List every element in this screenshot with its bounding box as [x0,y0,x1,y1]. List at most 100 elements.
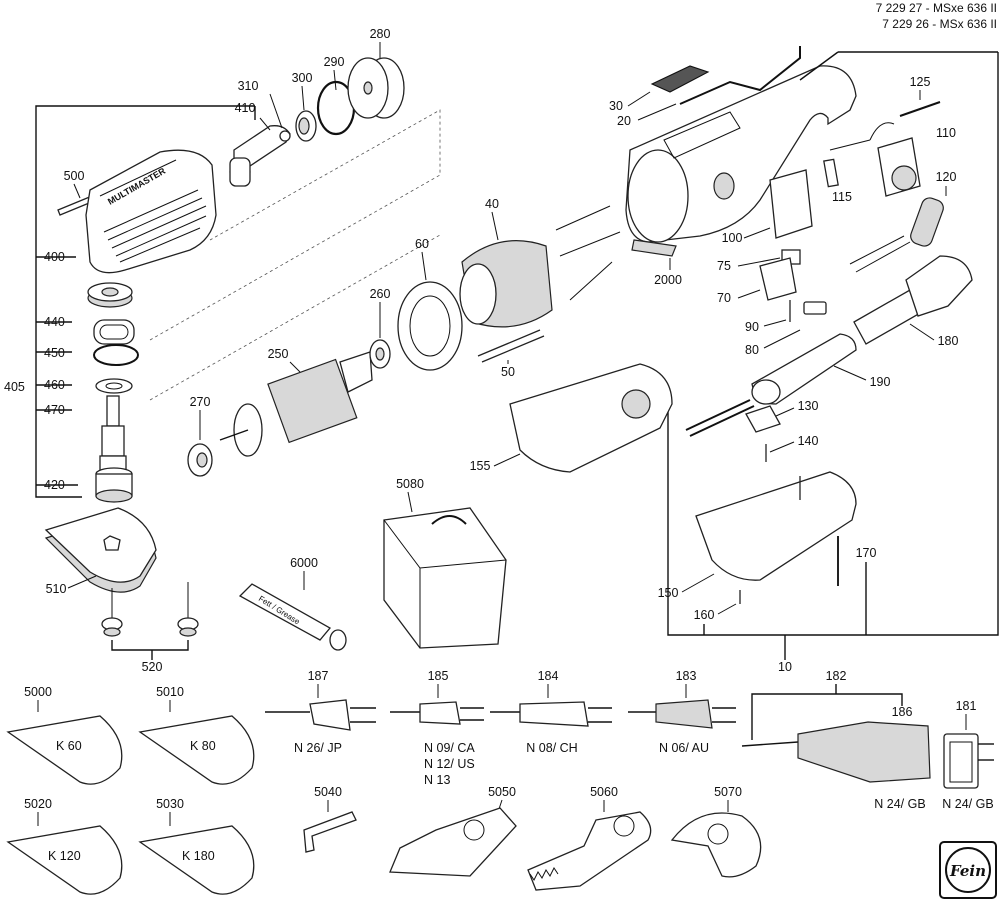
callout-40: 40 [485,197,499,211]
plug-variant-184: N 08/ CH [526,741,577,755]
callout-440: 440 [44,315,65,329]
part-115: 115 [823,158,852,204]
callout-250: 250 [268,347,289,361]
callout-5080: 5080 [396,477,424,491]
callout-405: 405 [4,380,25,394]
callout-130: 130 [798,399,819,413]
callout-460: 460 [44,378,65,392]
callout-5020: 5020 [24,797,52,811]
bracket-10 [667,51,999,660]
callout-510: 510 [46,582,67,596]
grease-tube-6000: 6000 Fett / Grease [238,556,347,651]
sanding-pad-510 [44,507,157,593]
bearing-300 [295,85,317,142]
callout-181: 181 [956,699,977,713]
plug-cable-180: 180 [853,255,973,348]
plug-variant-181: N 24/ GB [942,797,993,811]
plug-185: 185 N 09/ CA N 12/ US N 13 [390,669,484,787]
screw-170: 170 [837,536,877,635]
callout-160: 160 [694,608,715,622]
plug-variant-187: N 26/ JP [294,741,342,755]
sheet-label-k120: K 120 [48,849,81,863]
carry-case-5080: 5080 [383,477,507,649]
callout-184: 184 [538,669,559,683]
callout-410: 410 [235,101,256,115]
callout-60: 60 [415,237,429,251]
screws-50: 50 [477,329,545,379]
sanding-sheet-5020: 5020 K 120 [6,797,123,895]
electronics-110: 110 [829,122,956,197]
screw-90: 90 [745,300,791,334]
sheet-label-k180: K 180 [182,849,215,863]
callout-260: 260 [370,287,391,301]
plug-181: 181 N 24/ GB [942,699,994,811]
callout-450: 450 [44,346,65,360]
callout-5040: 5040 [314,785,342,799]
callout-170: 170 [856,546,877,560]
lever-410 [229,117,291,187]
plug-variant-185-ca: N 09/ CA [424,741,475,755]
assembly-guide-lines-2 [149,234,441,401]
fein-logo-text: Fein [949,862,986,880]
model-line-2: 7 229 26 - MSx 636 II [882,17,997,31]
plug-184: 184 N 08/ CH [490,669,612,755]
spindle-420 [95,395,133,503]
callout-70: 70 [717,291,731,305]
sheet-label-k80: K 80 [190,739,216,753]
hex-key-5040: 5040 [303,785,357,853]
sanding-sheet-5000: 5000 K 60 [6,685,123,785]
housing-shell-150: 150 [658,471,857,600]
nut-310 [269,93,291,142]
callout-150: 150 [658,586,679,600]
callout-300: 300 [292,71,313,85]
segment-blade-5070: 5070 [670,785,762,878]
callout-520: 520 [142,660,163,674]
callout-50: 50 [501,365,515,379]
motor-housing [625,65,857,243]
callout-400: 400 [44,250,65,264]
washer-470 [95,378,133,394]
model-line-1: 7 229 27 - MSxe 636 II [876,1,997,15]
circlip-460 [93,344,139,366]
callout-110: 110 [936,126,956,140]
switch-button-30: 30 [609,65,710,113]
ring-450 [93,319,135,345]
callout-90: 90 [745,320,759,334]
callout-10: 10 [778,660,792,674]
callout-5030: 5030 [156,797,184,811]
plug-182-group: 182 186 N 24/ GB [741,669,931,811]
part-80: 80 [745,301,827,357]
bracket-405 [35,105,256,498]
bearing-270: 270 [187,395,213,477]
callout-185: 185 [428,669,449,683]
callout-5010: 5010 [156,685,184,699]
fein-logo: Fein [939,841,997,899]
sanding-sheet-5030: 5030 K 180 [138,797,255,895]
callout-186: 186 [892,705,913,719]
callout-290: 290 [324,55,345,69]
callout-182: 182 [826,669,847,683]
callout-100: 100 [722,231,743,245]
screw-160: 160 [694,590,741,635]
fan-shroud-60: 60 [397,237,463,371]
clamp-130: 130 [745,399,819,433]
callout-20: 20 [617,114,631,128]
callout-5070: 5070 [714,785,742,799]
bearing-260: 260 [369,287,391,369]
callout-155: 155 [470,459,491,473]
plug-variant-185-n13: N 13 [424,773,450,787]
wire-20: 20 [617,46,801,128]
saw-blade-5060: 5060 [527,785,652,891]
callout-5000: 5000 [24,685,52,699]
callout-180: 180 [938,334,959,348]
callout-6000: 6000 [290,556,318,570]
bearing-440 [87,282,133,308]
label-2000: 2000 [631,239,682,287]
screw-140: 140 [765,434,818,462]
callout-183: 183 [676,669,697,683]
callout-187: 187 [308,669,329,683]
callout-5050: 5050 [488,785,516,799]
callout-80: 80 [745,343,759,357]
